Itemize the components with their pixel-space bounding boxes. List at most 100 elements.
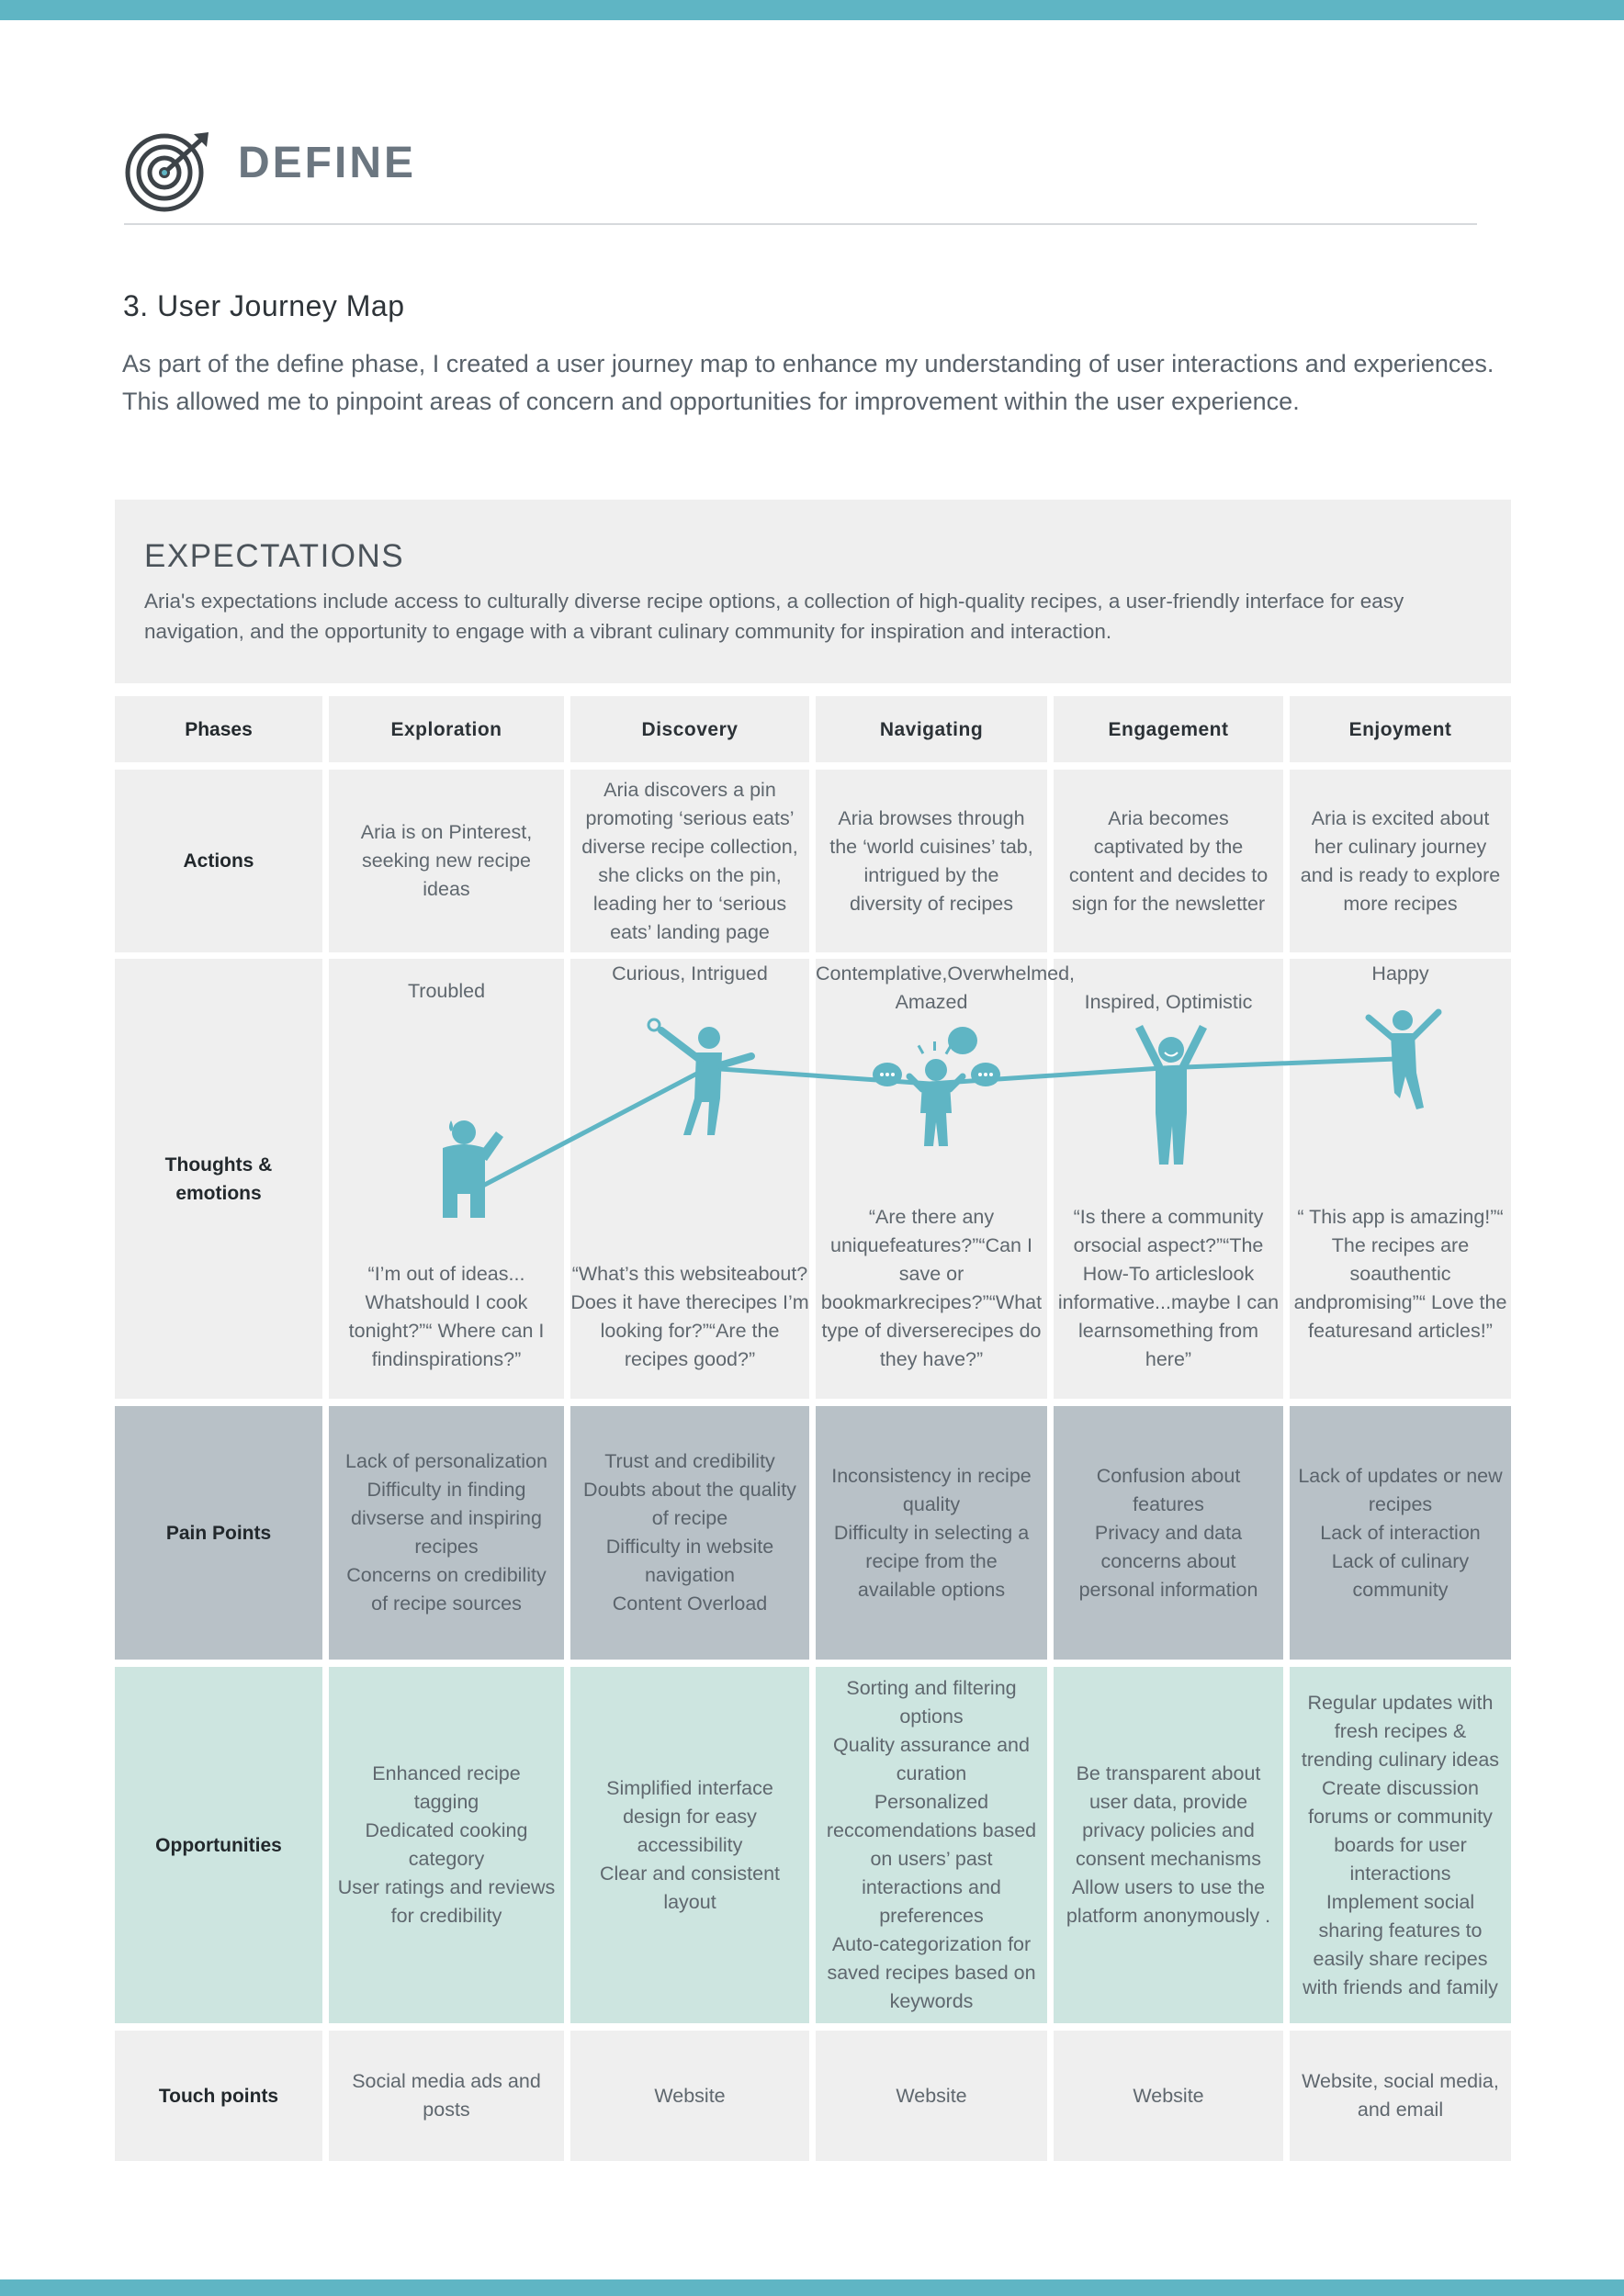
- cell-line: Enhanced recipe: [372, 1762, 521, 1784]
- user-quote: “ This app is amazing!”“ The recipes are…: [1290, 1203, 1511, 1345]
- cell-line: recipes I’m looking for?”: [600, 1291, 809, 1342]
- cell-line: design for easy: [623, 1805, 757, 1828]
- cell-line: captivated by the: [1093, 835, 1244, 858]
- cell-line: boards for user: [1334, 1833, 1467, 1856]
- cell-line: should I cook tonight?”: [348, 1291, 528, 1342]
- row-header-opportunities: Opportunities: [115, 1667, 322, 2023]
- cell-line: Create discussion: [1322, 1776, 1479, 1799]
- cell-line: Website: [654, 2084, 726, 2107]
- cell-line: Aria browses through: [838, 806, 1025, 829]
- cell-line: Lack of personalization: [345, 1450, 547, 1472]
- cell-line: Trust and credibility: [604, 1450, 775, 1472]
- cell-line: Regular updates with: [1307, 1691, 1494, 1714]
- cell-line: posts: [423, 2099, 470, 2121]
- row-header-phases: Phases: [115, 696, 322, 762]
- cell-line: intrigued by the: [863, 863, 999, 886]
- cell-line: accessibility: [637, 1833, 743, 1856]
- cell-line: and articles!”: [1379, 1320, 1493, 1342]
- phase-header: Engagement: [1054, 696, 1283, 762]
- cell-line: with friends and family: [1303, 1975, 1498, 1998]
- cell-text: “What’s this websiteabout? Does it have …: [570, 1260, 809, 1374]
- cell-line: Implement social: [1325, 1890, 1475, 1913]
- user-quote: “Are there any uniquefeatures?”“Can I sa…: [816, 1203, 1047, 1374]
- row-header-pain-points: Pain Points: [115, 1406, 322, 1660]
- cell-line: look informative...: [1057, 1263, 1255, 1313]
- cell-line: consent mechanisms: [1076, 1848, 1261, 1870]
- top-accent-bar: [0, 0, 1624, 20]
- row-header-thoughts: Thoughts &emotions: [115, 959, 322, 1399]
- section-header: DEFINE: [124, 127, 1479, 228]
- cell-line: category: [408, 1848, 485, 1870]
- expectations-title: EXPECTATIONS: [144, 538, 405, 574]
- bottom-accent-bar: [0, 2279, 1624, 2296]
- cell-line: and is ready to explore: [1300, 863, 1501, 886]
- cell-line: Happy: [1371, 962, 1429, 985]
- cell-text: “Are there any uniquefeatures?”“Can I sa…: [816, 1203, 1047, 1374]
- cell-line: Inspired, Optimistic: [1084, 991, 1253, 1013]
- cell-line: Lack of updates or new: [1298, 1464, 1503, 1487]
- cell-line: Curious, Intrigued: [612, 962, 768, 985]
- cell-line: easily share recipes: [1313, 1947, 1488, 1970]
- cell-line: Website, social media,: [1302, 2070, 1499, 2092]
- cell-line: promoting ‘serious eats’: [585, 806, 795, 829]
- cell-line: of recipe sources: [371, 1593, 522, 1615]
- cell-line: maybe I can learn: [1078, 1291, 1280, 1342]
- cell-line: Doubts about the quality: [583, 1479, 796, 1501]
- touch-point-cell: Website: [570, 2031, 809, 2161]
- cell-line: “What’s this website: [571, 1263, 748, 1285]
- cell-line: her culinary journey: [1314, 835, 1487, 858]
- cell-line: curation: [896, 1762, 967, 1784]
- cell-text: Aria discovers a pin promoting ‘serious e…: [581, 776, 797, 947]
- cell-text: Thoughts &emotions: [165, 1151, 273, 1208]
- cell-line: concerns about: [1100, 1549, 1236, 1572]
- cell-line: eats’ landing page: [610, 920, 770, 943]
- cell-line: recipes?”: [908, 1291, 989, 1313]
- cell-line: “What type of diverse: [821, 1291, 1043, 1342]
- cell-line: personal information: [1078, 1578, 1258, 1601]
- cell-line: quality: [902, 1492, 961, 1515]
- cell-line: Content Overload: [612, 1593, 768, 1615]
- cell-line: navigation: [644, 1564, 735, 1586]
- cell-line: Aria discovers a pin: [603, 778, 776, 801]
- cell-text: Website, social media,and email: [1302, 2067, 1499, 2124]
- cell-line: saved recipes based on: [827, 1962, 1036, 1984]
- cell-line: Quality assurance and: [833, 1734, 1030, 1756]
- cell-line: Dedicated cooking: [365, 1819, 528, 1841]
- user-quote: “Is there a community orsocial aspect?”“…: [1054, 1203, 1283, 1374]
- section-title: DEFINE: [238, 139, 417, 187]
- cell-text: Happy: [1290, 960, 1511, 988]
- cell-line: preferences: [879, 1905, 984, 1927]
- cell-line: for credibility: [390, 1905, 502, 1927]
- emotion-label: Inspired, Optimistic: [1054, 988, 1283, 1017]
- cell-line: tagging: [413, 1791, 479, 1813]
- cell-line: something from here”: [1122, 1320, 1258, 1370]
- row-header-touch-points: Touch points: [115, 2031, 322, 2161]
- cell-line: options: [899, 1705, 964, 1728]
- phase-header: Navigating: [816, 696, 1047, 762]
- cell-line: Personalized: [874, 1791, 989, 1813]
- cell-line: features?”: [889, 1234, 979, 1256]
- user-quote: “I’m out of ideas... Whatshould I cook t…: [329, 1260, 564, 1374]
- cell-line: forums or community: [1308, 1805, 1493, 1828]
- row-header-actions: Actions: [115, 770, 322, 952]
- user-quote: “What’s this websiteabout? Does it have …: [570, 1260, 809, 1374]
- cell-line: “ This app is amazing!”: [1297, 1206, 1497, 1228]
- expectations-panel: EXPECTATIONS Aria's expectations include…: [115, 500, 1511, 683]
- cell-line: recipes do they have?”: [879, 1320, 1042, 1370]
- cell-line: Sorting and filtering: [846, 1677, 1017, 1699]
- cell-line: privacy policies and: [1082, 1819, 1255, 1841]
